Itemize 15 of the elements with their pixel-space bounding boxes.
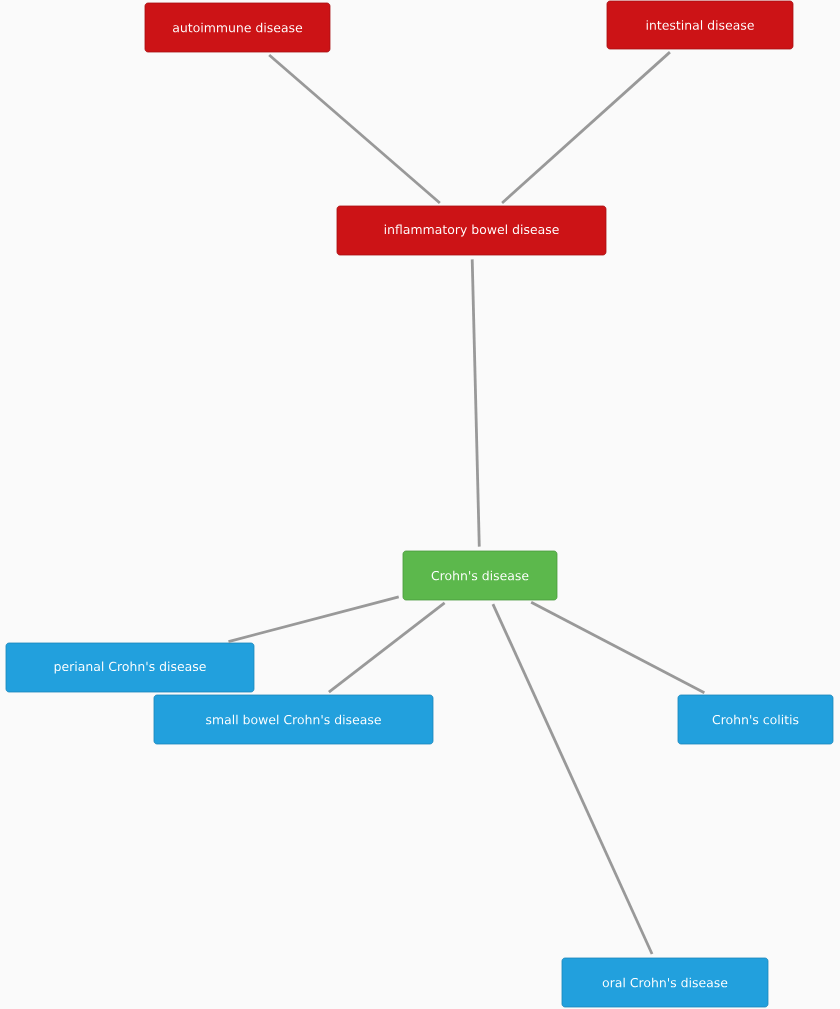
concept-box: autoimmune disease [144, 2, 331, 53]
concept-box: inflammatory bowel disease [336, 205, 607, 256]
connector-line [328, 601, 446, 694]
concept-box: small bowel Crohn's disease [153, 694, 434, 745]
connector-line [228, 595, 400, 643]
concept-box: Crohn's disease [402, 550, 558, 601]
connector-line [501, 51, 671, 204]
concept-box: perianal Crohn's disease [5, 642, 255, 693]
concept-box: oral Crohn's disease [561, 957, 769, 1008]
connector-line [491, 603, 654, 955]
connector-line [530, 601, 705, 694]
connector-line [470, 259, 481, 547]
connector-line [268, 53, 441, 205]
concept-box: intestinal disease [606, 0, 794, 50]
concept-box: Crohn's colitis [677, 694, 834, 745]
